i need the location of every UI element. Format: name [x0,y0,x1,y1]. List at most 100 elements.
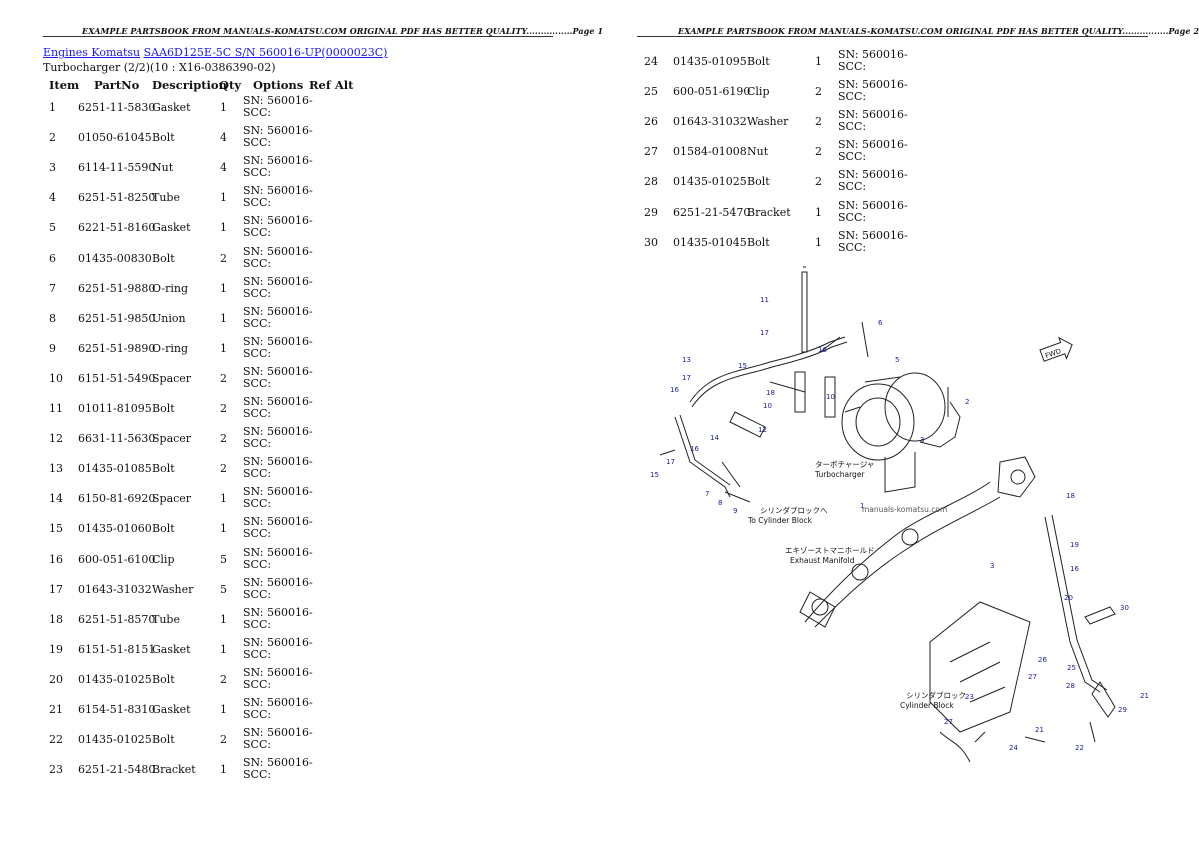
part-number: 6114-11-5590 [78,161,156,175]
part-item-number: 30 [644,235,658,249]
options-serial: SN: 560016- [243,455,313,469]
part-qty: 1 [220,522,227,536]
options-serial: SN: 560016- [243,485,313,499]
part-number: 01435-01025 [78,733,152,747]
svg-text:27: 27 [1028,673,1037,681]
label-turbo-jp: ターボチャージャ [815,460,874,469]
svg-text:10: 10 [826,393,835,401]
options-serial: SN: 560016- [243,364,313,378]
part-description: Clip [747,85,770,99]
breadcrumb-link-engines[interactable]: Engines Komatsu [43,46,141,59]
options-scc: SCC: [243,467,272,481]
part-number: 01435-01045 [673,235,747,249]
part-qty: 1 [220,221,227,235]
svg-text:16: 16 [1070,565,1079,573]
options-scc: SCC: [243,738,272,752]
part-description: Clip [152,552,175,566]
part-item-number: 9 [49,341,56,355]
part-item-number: 14 [49,492,63,506]
options-serial: SN: 560016- [838,168,908,182]
part-qty: 1 [220,311,227,325]
part-number: 6251-51-9850 [78,311,156,325]
part-options: SN: 560016-SCC: [243,305,313,330]
part-options: SN: 560016-SCC: [243,606,313,631]
part-options: SN: 560016-SCC: [838,49,908,73]
part-qty: 1 [220,281,227,295]
part-qty: 2 [220,432,227,446]
part-number: 600-051-6100 [78,552,156,566]
part-number: 6251-21-5480 [78,763,156,777]
parts-diagram: 11 17 15 16 6 5 13 17 16 18 10 10 14 12 … [650,266,1149,763]
options-scc: SCC: [838,150,867,164]
part-item-number: 1 [49,101,56,114]
part-qty: 2 [815,85,822,99]
part-description: Bracket [747,205,791,219]
part-qty: 2 [815,145,822,159]
options-scc: SCC: [243,106,272,119]
part-description: Gasket [152,221,191,235]
part-number: 600-051-6190 [673,85,751,99]
label-cyl-en: To Cylinder Block [747,516,813,525]
part-options: SN: 560016-SCC: [243,215,313,239]
options-scc: SCC: [243,136,272,150]
part-number: 6151-51-8151 [78,642,156,656]
label-turbo-en: Turbocharger [814,470,865,479]
part-item-number: 22 [49,733,63,747]
part-description: Nut [152,161,174,175]
part-number: 6150-81-6920 [78,492,156,506]
label-cyl-jp: シリンダブロックへ [760,505,828,515]
part-description: Bolt [747,235,770,249]
options-scc: SCC: [838,210,867,224]
part-number: 01643-31032 [673,115,747,129]
part-qty: 1 [220,703,227,716]
part-item-number: 16 [49,552,63,566]
part-number: 6251-51-8250 [78,191,156,205]
part-qty: 2 [220,251,227,265]
options-scc: SCC: [838,240,867,254]
part-qty: 2 [220,371,227,385]
part-description: Nut [747,145,769,159]
svg-text:17: 17 [682,374,691,382]
part-number: 01050-61045 [78,131,152,145]
part-item-number: 29 [644,205,658,219]
part-description: Tube [152,191,180,205]
part-item-number: 25 [644,85,658,99]
part-qty: 4 [220,131,227,145]
part-qty: 1 [220,492,227,506]
part-item-number: 18 [49,612,63,626]
fwd-arrow-icon: FWD [1039,336,1073,362]
label-block-en: Cylinder Block [900,701,954,710]
part-qty: 1 [220,763,227,777]
svg-text:13: 13 [682,356,691,364]
options-serial: SN: 560016- [243,665,313,679]
part-number: 01011-81095 [78,402,152,415]
part-item-number: 13 [49,462,63,476]
options-serial: SN: 560016- [243,94,313,107]
part-options: SN: 560016-SCC: [243,155,313,179]
part-item-number: 21 [49,703,63,716]
part-qty: 1 [815,55,822,68]
options-serial: SN: 560016- [243,334,313,348]
part-options: SN: 560016-SCC: [243,426,313,450]
svg-text:16: 16 [818,346,827,354]
svg-text:27: 27 [944,718,953,726]
part-options: SN: 560016-SCC: [243,727,313,751]
svg-text:10: 10 [763,402,772,410]
svg-text:28: 28 [1066,682,1075,690]
options-serial: SN: 560016- [243,214,313,228]
part-description: Bolt [152,251,175,265]
part-item-number: 17 [49,582,63,596]
part-options: SN: 560016-SCC: [243,185,313,209]
options-serial: SN: 560016- [838,138,908,152]
options-scc: SCC: [243,256,272,270]
part-description: Spacer [152,492,192,506]
breadcrumb-link-model[interactable]: SAA6D125E-5C S/N 560016-UP(0000023C) [143,46,388,59]
header-rule-left [43,36,553,37]
part-options: SN: 560016-SCC: [838,109,908,133]
svg-text:14: 14 [710,434,719,442]
options-serial: SN: 560016- [243,425,313,439]
col-qty: Qty [219,78,242,92]
part-description: Spacer [152,371,192,385]
part-item-number: 4 [49,191,56,205]
part-options: SN: 560016-SCC: [243,697,313,721]
